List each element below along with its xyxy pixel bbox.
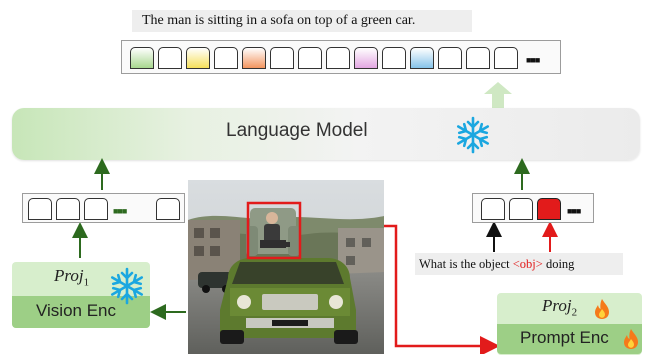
- object-bounding-box: [246, 201, 302, 260]
- proj1-label: Proj1: [54, 266, 90, 289]
- vision-token: [156, 198, 180, 220]
- object-token: [537, 198, 561, 220]
- output-flow-arrow: [484, 82, 512, 108]
- vision-token: [28, 198, 52, 220]
- output-token: [466, 47, 490, 69]
- output-token: [326, 47, 350, 69]
- output-token: [242, 47, 266, 69]
- vision-token-bar: ■■■: [22, 193, 185, 223]
- prompt-token-ellipsis: ■■■: [567, 206, 581, 216]
- output-token-bar: ■■■: [121, 40, 561, 74]
- prompt-encoder-base: [497, 324, 642, 354]
- language-model-block: [12, 108, 640, 160]
- vision-enc-label: Vision Enc: [36, 301, 117, 320]
- language-model-label: Language Model: [226, 120, 368, 141]
- output-token: [438, 47, 462, 69]
- output-token: [186, 47, 210, 69]
- output-token: [410, 47, 434, 69]
- vision-token-ellipsis: ■■■: [113, 206, 127, 216]
- question-text: What is the object <obj> doing: [415, 253, 623, 275]
- caption-text: The man is sitting in a sofa on top of a…: [132, 10, 472, 32]
- output-token: [130, 47, 154, 69]
- snowflake-icon: [456, 116, 490, 154]
- output-token-ellipsis: ■■■: [526, 55, 540, 65]
- prompt-token: [481, 198, 505, 220]
- question-suffix: doing: [542, 257, 575, 271]
- output-token: [158, 47, 182, 69]
- output-token: [354, 47, 378, 69]
- output-token: [270, 47, 294, 69]
- prompt-token-bar: ■■■: [472, 193, 594, 223]
- prompt-token: [509, 198, 533, 220]
- question-prefix: What is the object: [419, 257, 513, 271]
- output-token: [382, 47, 406, 69]
- vision-token: [56, 198, 80, 220]
- flame-icon: [595, 299, 609, 319]
- object-token-text: <obj>: [512, 257, 543, 271]
- input-image: [188, 180, 384, 354]
- output-token: [494, 47, 518, 69]
- flame-icon: [624, 329, 638, 349]
- vision-token: [84, 198, 108, 220]
- prompt-enc-label: Prompt Enc: [520, 328, 609, 347]
- output-token: [214, 47, 238, 69]
- output-token: [298, 47, 322, 69]
- proj2-label: Proj2: [542, 296, 578, 319]
- snowflake-icon: [110, 267, 144, 305]
